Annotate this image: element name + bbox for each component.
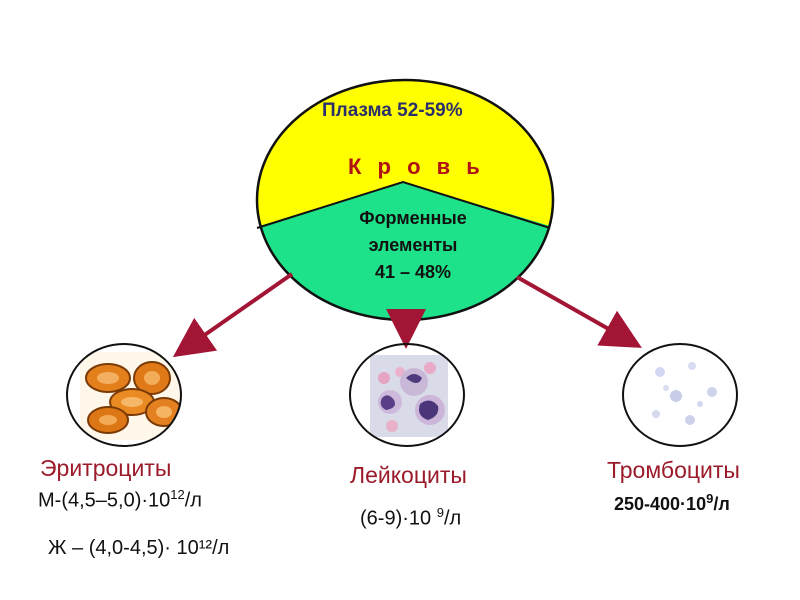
formed-elements-label: Форменные элементы 41 – 48%: [318, 205, 508, 286]
plasma-label: Плазма 52-59%: [322, 100, 463, 121]
erythrocytes-label: Эритроциты: [40, 455, 172, 481]
leu-exp: 9: [436, 505, 444, 520]
segment-divider: [256, 180, 551, 229]
formed-line-1: Форменные: [359, 208, 467, 228]
leukocytes-label: Лейкоциты: [350, 462, 467, 488]
leu-prefix: (6-9)·10: [360, 507, 437, 530]
thrombocytes-value: 250-400·109/л: [614, 491, 730, 515]
leukocytes-value: (6-9)·10 9/л: [360, 505, 461, 531]
thrombocytes-image: [622, 343, 738, 447]
blood-title: К р о в ь: [348, 154, 485, 179]
arrow-to-thrombocytes: [516, 275, 642, 348]
formed-line-2: элементы: [368, 235, 458, 255]
thr-unit: /л: [713, 494, 730, 514]
erythrocytes-female-value: Ж – (4,0-4,5)· 10¹²/л: [48, 537, 230, 559]
thr-prefix: 250-400·10: [614, 494, 707, 514]
ery-male-exp: 12: [170, 487, 185, 502]
ery-male-prefix: М-(4,5–5,0)·10: [38, 489, 171, 512]
formed-line-3: 41 – 48%: [374, 262, 452, 282]
ery-male-unit: /л: [184, 489, 202, 512]
leu-unit: /л: [443, 507, 462, 530]
thr-exp: 9: [706, 491, 714, 506]
erythrocytes-image: [66, 343, 182, 447]
erythrocytes-male-value: М-(4,5–5,0)·1012/л: [38, 487, 202, 513]
leukocytes-image: [349, 343, 465, 447]
thrombocytes-label: Тромбоциты: [607, 457, 740, 483]
arrow-to-erythrocytes: [172, 272, 294, 358]
